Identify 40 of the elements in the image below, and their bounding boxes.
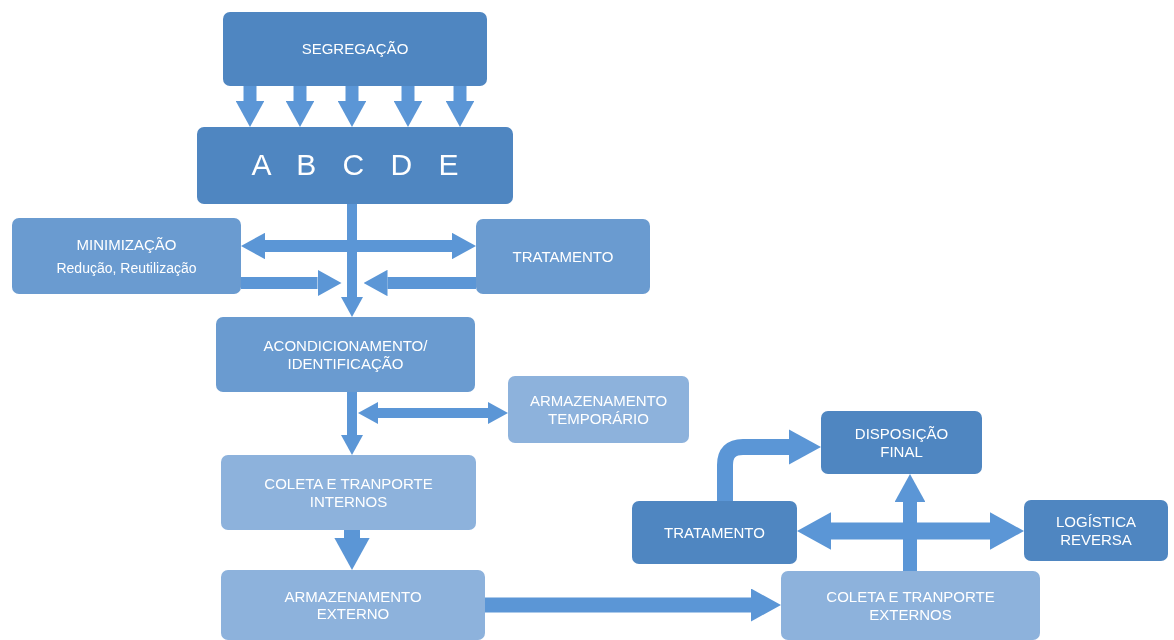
box-label: LOGÍSTICA REVERSA: [1055, 513, 1137, 548]
process-box: [781, 571, 1040, 640]
process-box: [632, 501, 797, 564]
box-label: COLETA E TRANPORTE INTERNOS: [263, 475, 434, 510]
box-label: DISPOSIÇÃO FINAL: [854, 425, 949, 460]
block-arrow: [485, 590, 781, 620]
process-box: [821, 411, 982, 474]
process-box: [12, 218, 241, 294]
process-box: [508, 376, 689, 443]
box-label: TRATAMENTO: [664, 523, 765, 542]
box-subtext: Redução, Reutilização: [56, 259, 197, 276]
box-label: ARMAZENAMENTO TEMPORÁRIO: [528, 392, 669, 427]
block-arrow: [896, 474, 924, 571]
block-arrow: [339, 86, 365, 127]
block-arrow: [447, 86, 473, 127]
process-box: [223, 12, 487, 86]
box-label: ARMAZENAMENTO EXTERNO: [283, 587, 423, 623]
box-label: COLETA E TRANPORTE EXTERNOS: [825, 588, 996, 623]
block-arrow: [395, 86, 421, 127]
box-label: A B C D E: [251, 148, 459, 183]
box-label: ACONDICIONAMENTO/ IDENTIFICAÇÃO: [262, 337, 429, 372]
process-box: [476, 219, 650, 294]
box-label: SEGREGAÇÃO: [301, 40, 409, 58]
block-arrow: [358, 403, 508, 423]
block-arrow: [237, 86, 263, 127]
block-arrow: [342, 204, 362, 317]
process-box: [197, 127, 513, 204]
box-label: MINIMIZAÇÃO: [76, 236, 177, 254]
block-arrow: [797, 514, 1024, 548]
block-arrow: [342, 392, 362, 455]
box-label: TRATAMENTO: [512, 247, 614, 266]
process-box: [221, 455, 476, 530]
block-arrow: [241, 271, 342, 295]
block-arrow: [241, 234, 476, 258]
process-box: [1024, 500, 1168, 561]
block-arrow: [363, 271, 476, 295]
block-arrow: [336, 530, 368, 570]
process-box: [216, 317, 475, 392]
block-arrow: [287, 86, 313, 127]
process-box: [221, 570, 485, 640]
